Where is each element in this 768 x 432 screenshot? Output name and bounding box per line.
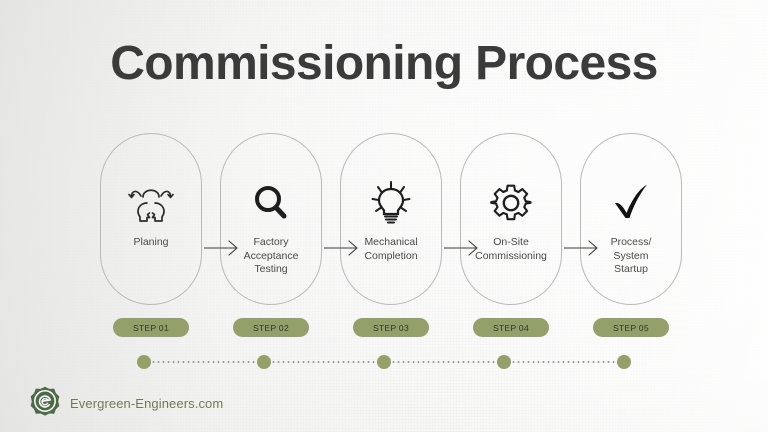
timeline-dot-1[interactable]	[137, 355, 151, 369]
footer-branding: Evergreen-Engineers.com	[30, 386, 223, 421]
step-card-1[interactable]: Planing	[100, 133, 202, 305]
step-card-4-label: On-Site Commissioning	[475, 236, 547, 262]
step-card-5-label: Process/ System Startup	[610, 236, 652, 275]
lightbulb-icon	[367, 180, 415, 226]
step-badge-4[interactable]: STEP 04	[473, 318, 549, 337]
arrow-step-2-to-3	[323, 240, 360, 256]
step-card-4[interactable]: On-Site Commissioning	[460, 133, 562, 305]
step-card-5-content: Process/ System Startup	[581, 134, 681, 304]
footer-website-text: Evergreen-Engineers.com	[70, 396, 224, 411]
arrow-step-1-to-2	[203, 240, 240, 256]
timeline-connector-2	[271, 361, 385, 363]
step-card-3-content: Mechanical Completion	[341, 134, 441, 304]
step-card-1-label: Planing	[133, 236, 169, 248]
timeline-dot-4[interactable]	[497, 355, 511, 369]
step-card-2-label: Factory Acceptance Testing	[243, 236, 299, 275]
evergreen-e-monogram-logo	[30, 386, 60, 421]
step-badge-2[interactable]: STEP 02	[233, 318, 309, 337]
step-badge-3[interactable]: STEP 03	[353, 318, 429, 337]
timeline-track	[0, 352, 768, 372]
page-title: Commissioning Process	[110, 37, 658, 90]
timeline-dot-5[interactable]	[617, 355, 631, 369]
step-card-2[interactable]: Factory Acceptance Testing	[220, 133, 322, 305]
checkmark-icon	[608, 180, 654, 226]
step-card-2-content: Factory Acceptance Testing	[221, 134, 321, 304]
step-card-3-label: Mechanical Completion	[364, 236, 418, 262]
timeline-connector-3	[391, 361, 505, 363]
timeline-connector-4	[511, 361, 625, 363]
step-badge-5[interactable]: STEP 05	[593, 318, 669, 337]
timeline-connector-1	[151, 361, 265, 363]
arrow-step-3-to-4	[443, 240, 480, 256]
timeline-dot-2[interactable]	[257, 355, 271, 369]
step-card-5[interactable]: Process/ System Startup	[580, 133, 682, 305]
step-card-3[interactable]: Mechanical Completion	[340, 133, 442, 305]
gear-icon	[488, 180, 534, 226]
arrow-step-4-to-5	[563, 240, 600, 256]
timeline-dot-3[interactable]	[377, 355, 391, 369]
magnifying-glass-icon	[249, 180, 293, 226]
process-steps-row: Planing Factory Acceptance Testing	[0, 133, 768, 305]
step-card-4-content: On-Site Commissioning	[461, 134, 561, 304]
step-card-1-content: Planing	[101, 134, 201, 304]
two-heads-collaboration-icon	[123, 180, 179, 226]
step-badge-1[interactable]: STEP 01	[113, 318, 189, 337]
